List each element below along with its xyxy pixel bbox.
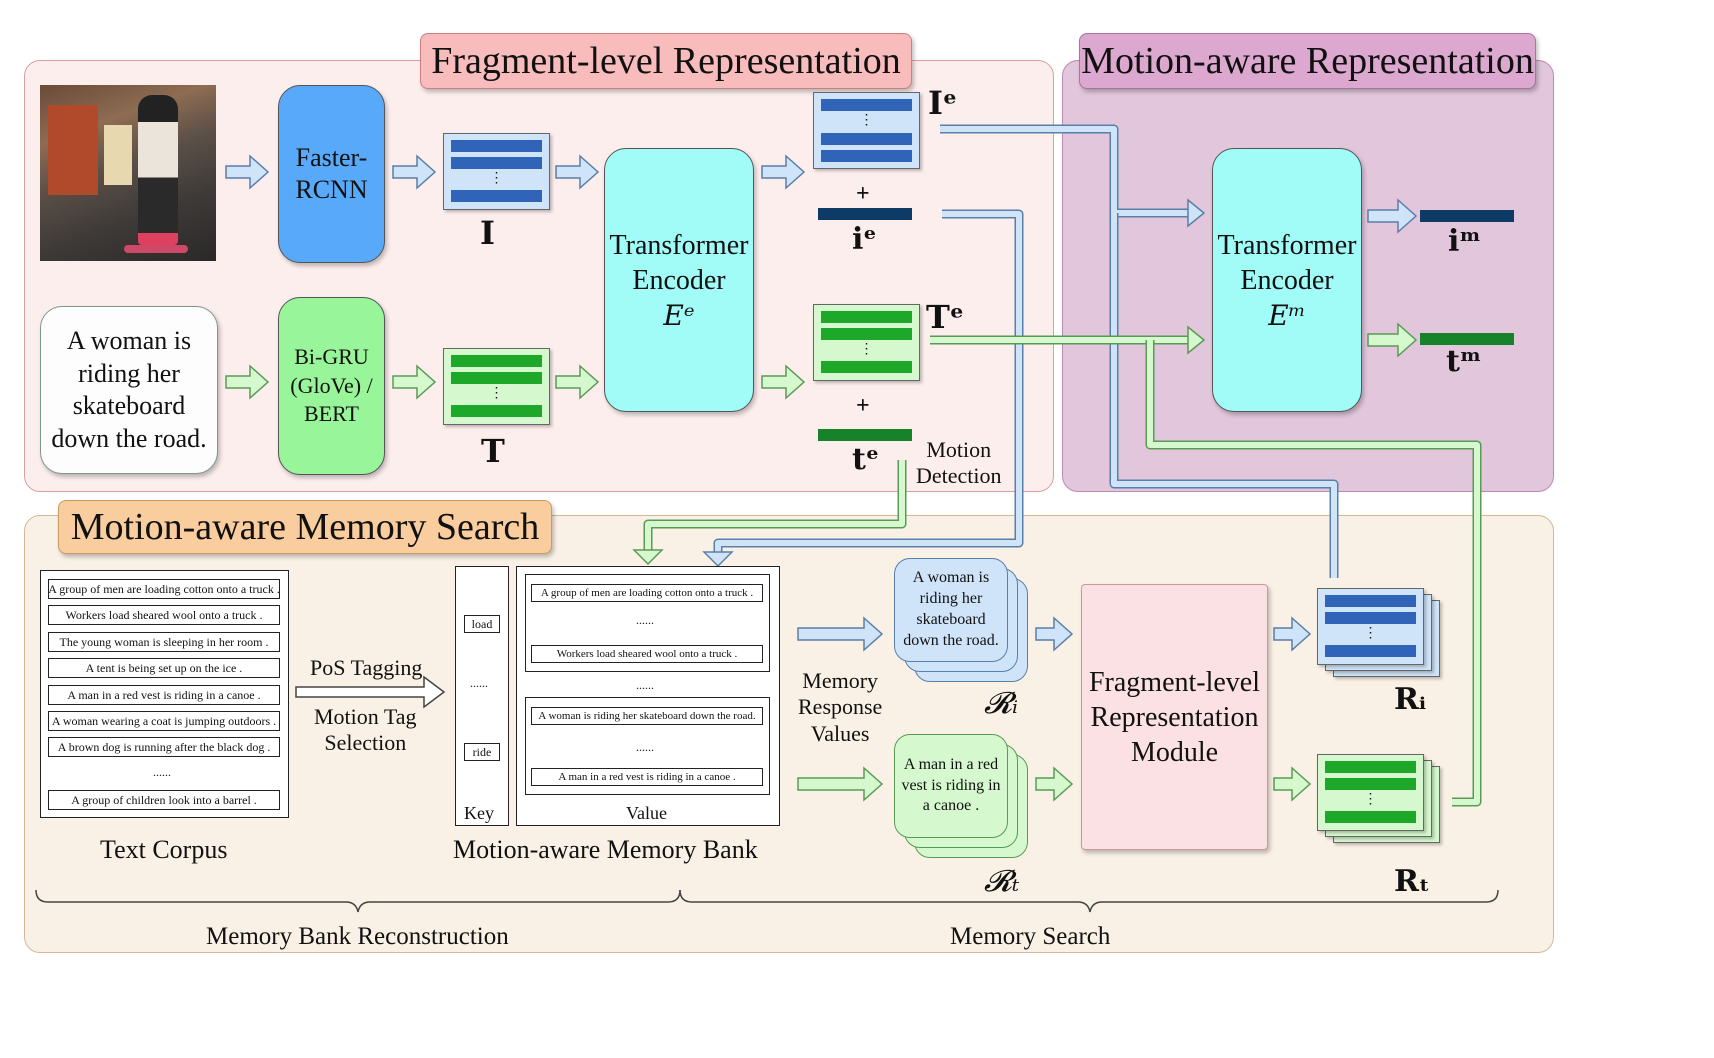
plus-text: + [856, 393, 870, 419]
arrow-T-to-transformer [555, 364, 600, 400]
transformer-m-line1: Transformer [1217, 229, 1357, 261]
symbol-Rt-script: 𝓡ₜ [984, 864, 1020, 899]
person-shape [138, 95, 178, 245]
transformer-encoder-e: Transformer Encoder Eᵉ [604, 148, 754, 412]
input-caption: A woman is riding her skateboard down th… [40, 306, 218, 474]
arrow-to-im [1367, 198, 1418, 234]
memory-search-label: Memory Search [950, 923, 1111, 950]
corpus-sentence: A group of children look into a barrel . [48, 790, 280, 810]
corpus-sentence: A tent is being set up on the ice . [48, 658, 280, 678]
memory-key: load [464, 615, 500, 633]
fragment-level-module: Fragment-level Representation Module [1081, 584, 1268, 850]
memory-key-ellipsis: ...... [470, 676, 488, 690]
corpus-sentence: A group of men are loading cotton onto a… [48, 579, 280, 599]
arrow-transformer-to-Ie [761, 154, 806, 190]
sign-shape [104, 125, 132, 185]
symbol-I: I [480, 214, 495, 252]
arrow-to-Rt-cards [797, 766, 884, 802]
vector-im [1420, 210, 1514, 222]
arrow-Rt-cards-to-module [1035, 766, 1074, 802]
feature-Te: ⋮ [813, 304, 920, 381]
memory-value: A woman is riding her skateboard down th… [531, 707, 763, 725]
memory-value: Workers load sheared wool onto a truck . [531, 645, 763, 663]
pipe-Ie-to-transformer-m [940, 124, 1192, 218]
corpus-sentence: A woman wearing a coat is jumping outdoo… [48, 711, 280, 731]
brace-memory-search [679, 889, 1499, 913]
memory-key: ride [464, 743, 500, 761]
skateboard-shape [124, 245, 188, 253]
symbol-im: iᵐ [1448, 224, 1482, 259]
transformer-e-line1: Transformer [609, 229, 749, 261]
arrow-I-to-transformer [555, 154, 600, 190]
corpus-sentence: A brown dog is running after the black d… [48, 737, 280, 757]
value-group-load [525, 574, 770, 672]
arrow-pos-tagging [295, 675, 446, 709]
value-group-ride [525, 697, 770, 795]
pos-tagging-label: PoS Tagging [310, 655, 423, 680]
symbol-ie: iᵉ [852, 222, 877, 257]
memory-bank-reconstruction-label: Memory Bank Reconstruction [206, 923, 509, 950]
corpus-sentence: A man in a red vest is riding in a canoe… [48, 685, 280, 705]
transformer-e-line2: Encoder [632, 264, 726, 296]
symbol-tm: tᵐ [1446, 344, 1482, 379]
arrow-module-to-Ri [1273, 616, 1312, 652]
feature-T: ⋮ [443, 348, 550, 425]
arrow-caption-to-gru [225, 364, 270, 400]
transformer-m-line2: Encoder [1240, 264, 1334, 296]
symbol-Ie: Iᵉ [928, 84, 958, 122]
value-ellipsis: ...... [636, 613, 654, 627]
memory-bank-key-column [455, 566, 509, 826]
fragment-level-title: Fragment-level Representation [420, 33, 912, 89]
arrow-transformer-to-Te [761, 364, 806, 400]
arrow-to-Ri-cards [797, 616, 884, 652]
symbol-Ri: Rᵢ [1394, 682, 1427, 717]
arrow-image-to-rcnn [225, 154, 270, 190]
vector-te [818, 429, 912, 441]
arrow-to-tm [1367, 322, 1418, 358]
vector-tm [1420, 333, 1514, 345]
memory-value: A man in a red vest is riding in a canoe… [531, 768, 763, 786]
arrow-rcnn-to-I [392, 154, 437, 190]
symbol-Ri-script: 𝓡ᵢ [984, 686, 1019, 721]
Rt-card-front: A man in a red vest is riding in a canoe… [894, 734, 1008, 838]
transformer-e-symbol: Eᵉ [663, 298, 695, 332]
symbol-te: tᵉ [852, 442, 880, 477]
value-groups-ellipsis: ...... [636, 678, 654, 692]
symbol-Rt: Rₜ [1394, 864, 1431, 899]
arrow-Ri-cards-to-module [1035, 616, 1074, 652]
brace-memory-bank-reconstruction [35, 889, 681, 913]
text-corpus-label: Text Corpus [100, 835, 228, 864]
feature-Ie: ⋮ [813, 92, 920, 169]
feature-I: ⋮ [443, 133, 550, 210]
feature-Rt: ⋮ [1317, 754, 1424, 831]
transformer-m-symbol: Eᵐ [1268, 298, 1306, 332]
symbol-T: T [481, 432, 505, 470]
text-encoder-module: Bi-GRU (GloVe) / BERT [278, 297, 385, 475]
faster-rcnn-module: Faster- RCNN [278, 85, 385, 263]
motion-aware-title: Motion-aware Representation [1079, 33, 1536, 89]
Ri-card-front: A woman is riding her skateboard down th… [894, 558, 1008, 662]
symbol-Te: Tᵉ [926, 298, 965, 336]
corpus-sentence: Workers load sheared wool onto a truck . [48, 605, 280, 625]
storefront-shape [48, 105, 98, 195]
corpus-ellipsis: ...... [153, 765, 171, 779]
motion-tag-selection-label: Motion Tag Selection [314, 704, 417, 756]
input-photo [40, 85, 216, 261]
motion-detection-label: Motion Detection [916, 437, 1002, 489]
corpus-sentence: The young woman is sleeping in her room … [48, 632, 280, 652]
arrow-gru-to-T [392, 364, 437, 400]
value-label: Value [626, 803, 667, 823]
value-ellipsis: ...... [636, 740, 654, 754]
feature-Ri: ⋮ [1317, 588, 1424, 665]
vector-ie [818, 208, 912, 220]
memory-response-label: Memory Response Values [798, 668, 883, 746]
transformer-encoder-m: Transformer Encoder Eᵐ [1212, 148, 1362, 412]
plus-image: + [856, 181, 870, 207]
arrow-module-to-Rt [1273, 766, 1312, 802]
memory-value: A group of men are loading cotton onto a… [531, 584, 763, 602]
memory-bank-label: Motion-aware Memory Bank [453, 835, 758, 864]
memory-search-title: Motion-aware Memory Search [58, 500, 552, 554]
key-label: Key [464, 803, 494, 823]
